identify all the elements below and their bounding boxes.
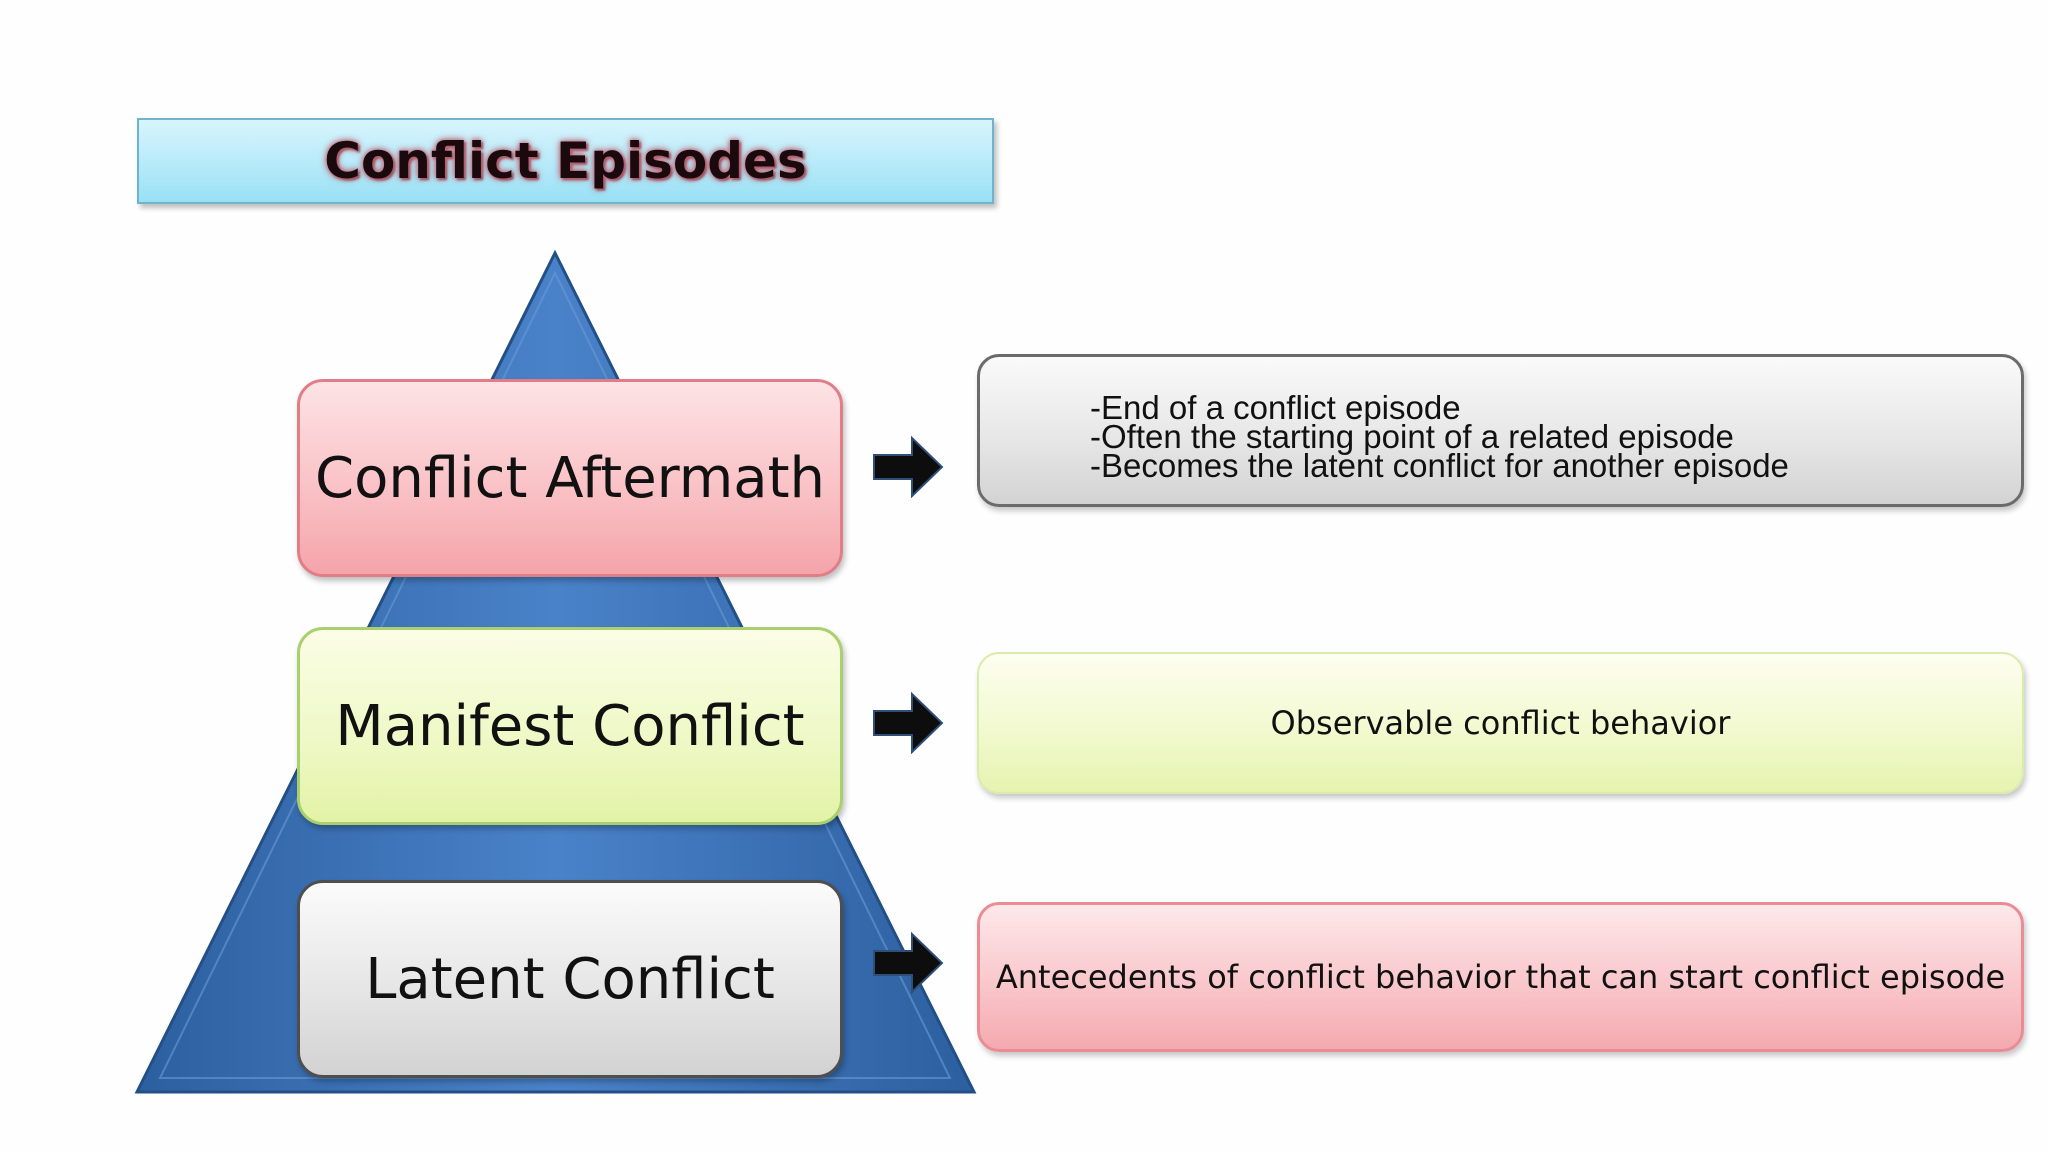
description-manifest: Observable conflict behavior xyxy=(977,652,2024,794)
right-arrow-icon xyxy=(873,692,944,754)
description-latent: Antecedents of conflict behavior that ca… xyxy=(977,902,2024,1052)
description-line: -Becomes the latent conflict for another… xyxy=(1090,447,1789,484)
level-latent-conflict: Latent Conflict xyxy=(297,880,843,1078)
description-line: -End of a conflict episode xyxy=(1090,389,1461,426)
description-text: Observable conflict behavior xyxy=(1270,704,1731,742)
title-banner: Conflict Episodes xyxy=(137,118,994,204)
diagram-title: Conflict Episodes xyxy=(324,132,807,190)
level-label-manifest: Manifest Conflict xyxy=(335,693,805,759)
level-label-aftermath: Conflict Aftermath xyxy=(314,445,826,511)
level-label-latent: Latent Conflict xyxy=(365,946,775,1012)
level-conflict-aftermath: Conflict Aftermath xyxy=(297,379,843,577)
right-arrow-icon xyxy=(873,932,944,994)
description-aftermath: -End of a conflict episode -Often the st… xyxy=(977,354,2024,507)
description-line: -Often the starting point of a related e… xyxy=(1090,418,1734,455)
level-manifest-conflict: Manifest Conflict xyxy=(297,627,843,825)
right-arrow-icon xyxy=(873,436,944,498)
description-text: Antecedents of conflict behavior that ca… xyxy=(995,958,2006,996)
